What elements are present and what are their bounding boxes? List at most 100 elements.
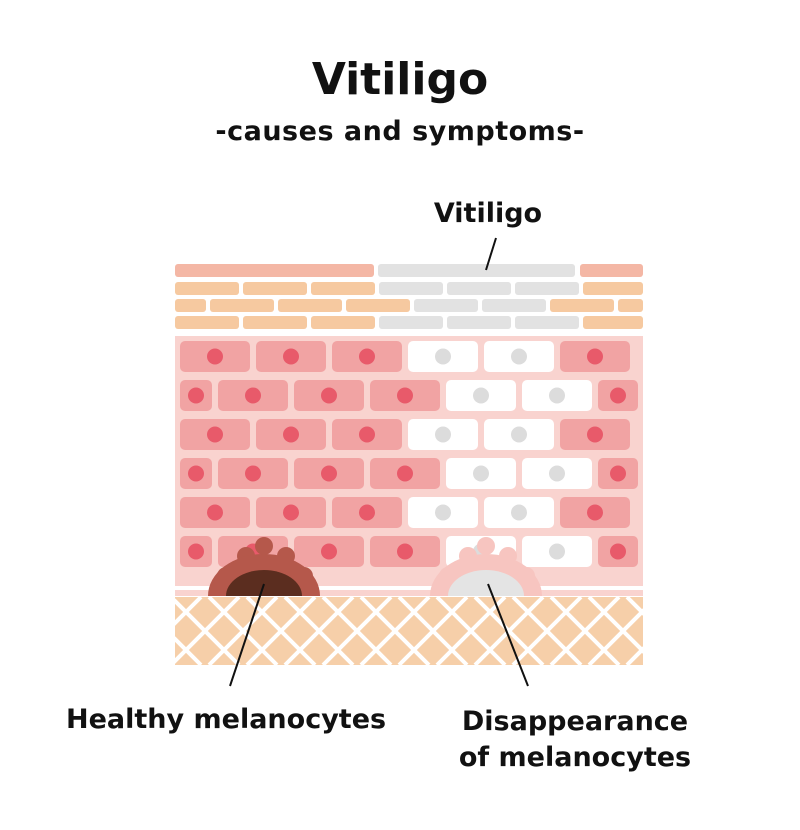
cell-nucleus <box>397 543 413 560</box>
brick-cell <box>447 316 511 329</box>
cell-core <box>226 570 302 596</box>
fiber-line <box>95 597 163 665</box>
fiber-line <box>665 597 733 665</box>
cell-nucleus <box>397 465 413 482</box>
cell-nucleus <box>549 543 565 560</box>
cell-nucleus <box>587 348 603 365</box>
brick-cell <box>175 299 206 312</box>
dermis-fiber-lines <box>95 597 771 665</box>
brick-cell <box>379 282 443 295</box>
healthy-melanocytes-label: Healthy melanocytes <box>66 704 387 735</box>
fiber-line <box>665 597 733 665</box>
cell-nucleus <box>283 504 299 521</box>
cell-nucleus <box>321 465 337 482</box>
cell-nucleus <box>245 465 261 482</box>
fiber-line <box>703 597 771 665</box>
fiber-line <box>207 597 279 665</box>
top-layer-pigmented-left <box>175 264 374 277</box>
fiber-line <box>703 597 771 665</box>
fiber-line <box>321 597 393 665</box>
cell-nucleus <box>610 465 626 482</box>
brick-cell <box>583 282 643 295</box>
cell-nucleus <box>610 543 626 560</box>
fiber-line <box>283 597 355 665</box>
vitiligo-leader-line <box>485 237 497 271</box>
disappearance-label-line2: of melanocytes <box>458 742 692 773</box>
stratum-corneum-top <box>175 264 643 277</box>
disappearance-label: Disappearance of melanocytes <box>440 704 710 776</box>
page-subtitle: -causes and symptoms- <box>215 116 585 147</box>
cell-nucleus <box>207 348 223 365</box>
brick-cell <box>550 299 614 312</box>
healthy-leader-line <box>229 583 265 687</box>
dendrite-tip <box>255 537 273 555</box>
cell-nucleus <box>511 504 527 521</box>
stratum-granulosum-bricks <box>175 282 643 329</box>
faded-melanocyte-illustration <box>430 537 542 596</box>
fiber-line <box>549 597 621 665</box>
dermis-layer <box>95 597 771 665</box>
brick-cell <box>243 282 307 295</box>
cell-nucleus <box>207 426 223 443</box>
cell-nucleus <box>610 387 626 404</box>
brick-cell <box>346 299 410 312</box>
brick-cell <box>447 282 511 295</box>
dermis-lattice <box>95 597 771 665</box>
fiber-line <box>95 597 163 665</box>
brick-cell <box>210 299 274 312</box>
cell-nucleus <box>587 426 603 443</box>
disappearance-leader-line <box>487 583 529 687</box>
cell-nucleus <box>397 387 413 404</box>
top-layer-pigmented-right <box>580 264 643 277</box>
brick-cell <box>379 316 443 329</box>
cell-nucleus <box>549 465 565 482</box>
cell-nucleus <box>359 504 375 521</box>
fiber-line <box>473 597 545 665</box>
fiber-line <box>175 636 203 665</box>
fiber-line <box>587 608 643 665</box>
cell-nucleus <box>473 387 489 404</box>
fiber-line <box>625 646 643 665</box>
brick-cell <box>311 282 375 295</box>
basement-membrane <box>175 586 643 590</box>
cell-nucleus <box>435 426 451 443</box>
cell-nucleus <box>511 426 527 443</box>
brick-cell <box>175 316 239 329</box>
cell-nucleus <box>511 348 527 365</box>
brick-cell <box>311 316 375 329</box>
disappearance-label-line1: Disappearance <box>461 706 689 737</box>
cell-nucleus <box>359 426 375 443</box>
basal-lower-band <box>175 590 643 596</box>
top-layer-depigmented <box>378 264 575 277</box>
brick-cell <box>243 316 307 329</box>
brick-cell <box>278 299 342 312</box>
cell-nucleus <box>321 387 337 404</box>
fiber-line <box>175 597 203 626</box>
cell-nucleus <box>435 348 451 365</box>
cell-nucleus <box>321 543 337 560</box>
cell-nucleus <box>435 504 451 521</box>
cell-nucleus <box>473 465 489 482</box>
fiber-line <box>397 597 469 665</box>
basal-layer-band <box>175 578 643 586</box>
page-title: Vitiligo <box>311 54 489 105</box>
cell-nucleus <box>188 543 204 560</box>
cell-nucleus <box>283 426 299 443</box>
cell-nucleus <box>587 504 603 521</box>
fiber-line <box>511 597 583 665</box>
brick-cell <box>515 316 579 329</box>
cell-nucleus <box>549 387 565 404</box>
cell-nucleus <box>245 387 261 404</box>
brick-cell <box>482 299 546 312</box>
brick-cell <box>515 282 579 295</box>
cell-core <box>448 570 524 596</box>
vitiligo-area-label: Vitiligo <box>433 198 543 229</box>
cell-nucleus <box>283 348 299 365</box>
brick-cell <box>175 282 239 295</box>
fiber-line <box>245 597 317 665</box>
cell-nucleus <box>359 348 375 365</box>
cell-nucleus <box>188 465 204 482</box>
fiber-line <box>625 597 643 616</box>
brick-cell <box>583 316 643 329</box>
healthy-melanocyte-illustration <box>208 537 320 596</box>
